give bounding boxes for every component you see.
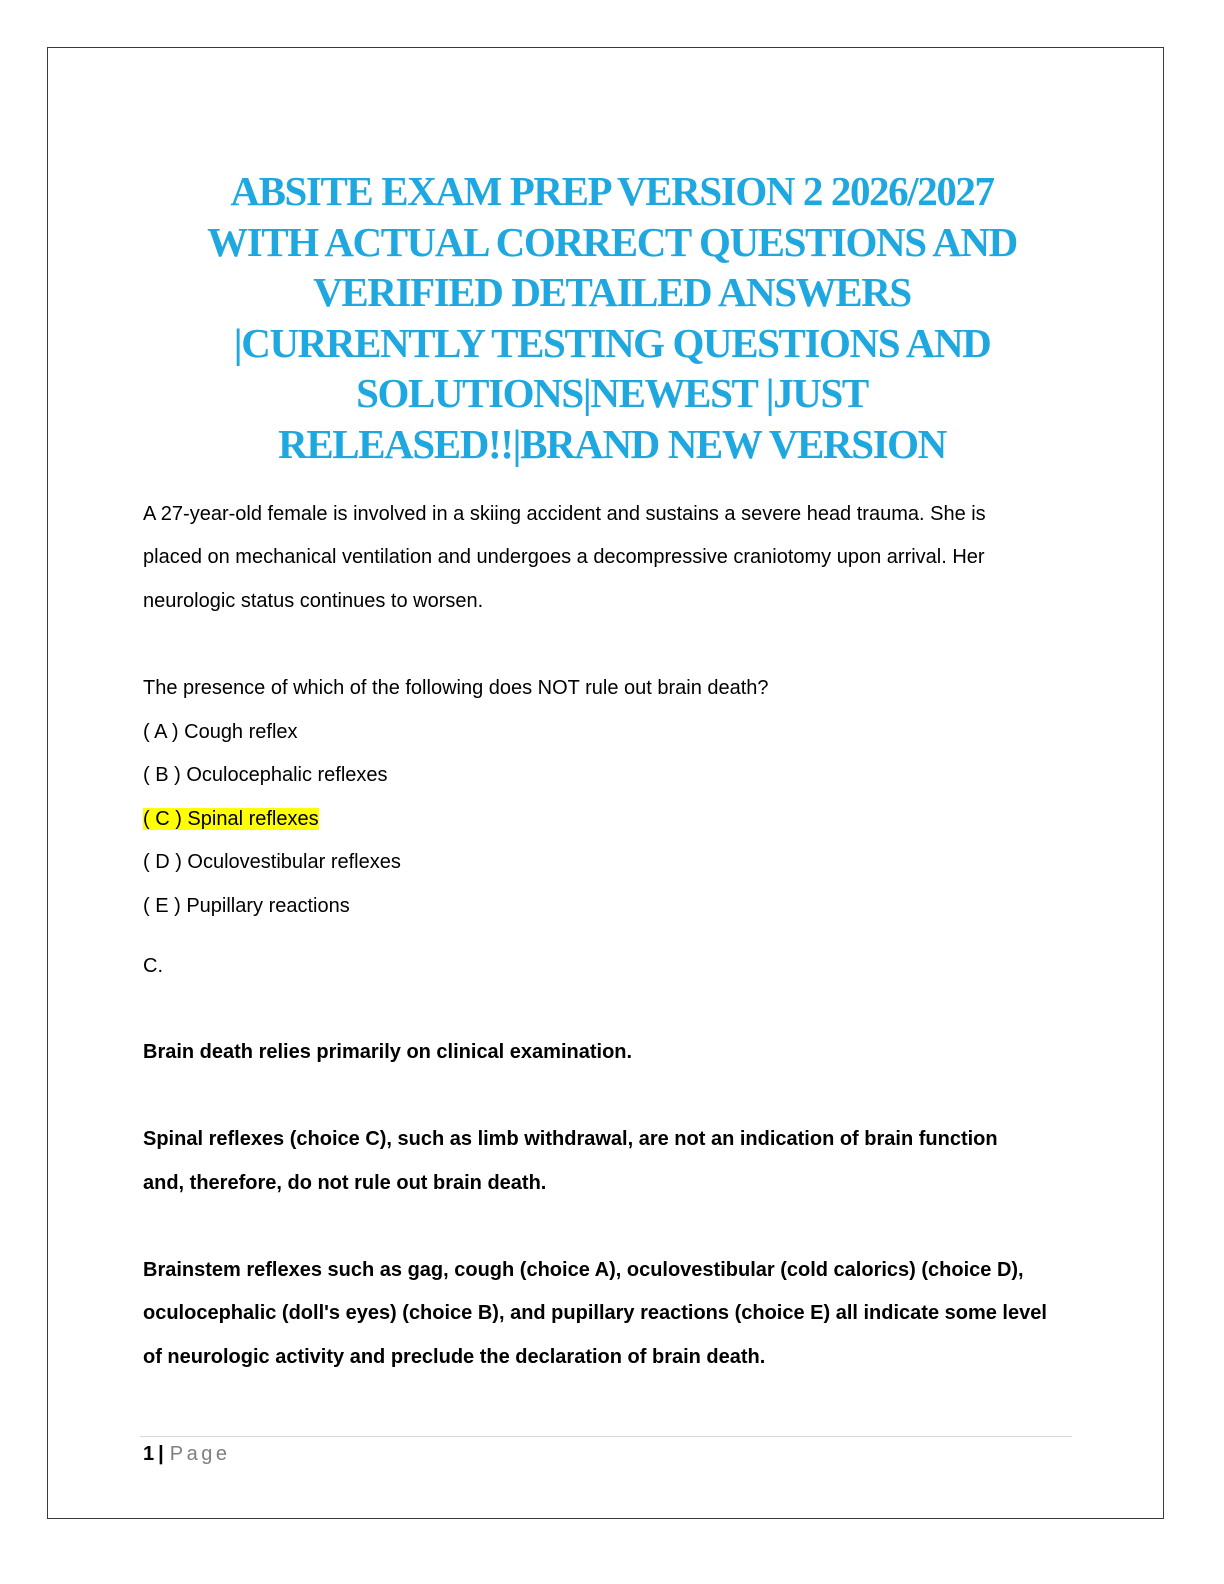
title-line: SOLUTIONS|NEWEST |JUST	[356, 370, 869, 416]
title-line: WITH ACTUAL CORRECT QUESTIONS AND	[207, 218, 1018, 265]
question-stem-line: placed on mechanical ventilation and und…	[143, 546, 985, 568]
page-label: Page	[169, 1443, 231, 1465]
explanation-paragraph: Brain death relies primarily on clinical…	[143, 1041, 633, 1063]
answer-key: C.	[143, 955, 163, 977]
question-prompt: The presence of which of the following d…	[143, 677, 769, 699]
option-b: ( B ) Oculocephalic reflexes	[143, 764, 388, 786]
explanation-line: Brainstem reflexes such as gag, cough (c…	[143, 1259, 1024, 1281]
option-d: ( D ) Oculovestibular reflexes	[143, 851, 401, 873]
page-footer: 1|Page	[143, 1443, 230, 1465]
title-line: ABSITE EXAM PREP VERSION 2 2026/2027	[230, 168, 995, 214]
question-stem-line: A 27-year-old female is involved in a sk…	[143, 503, 986, 525]
document-title: ABSITE EXAM PREP VERSION 2 2026/2027 WIT…	[120, 166, 1104, 469]
explanation-line: Spinal reflexes (choice C), such as limb…	[143, 1128, 998, 1150]
explanation-line: of neurologic activity and preclude the …	[143, 1346, 766, 1368]
page-border	[47, 47, 1164, 1519]
title-line: |CURRENTLY TESTING QUESTIONS AND	[233, 319, 992, 366]
page-number: 1	[143, 1443, 155, 1465]
question-stem-line: neurologic status continues to worsen.	[143, 590, 484, 612]
highlighted-answer: ( C ) Spinal reflexes	[143, 808, 319, 830]
title-line: RELEASED!!|BRAND NEW VERSION	[278, 420, 947, 467]
footer-separator: |	[158, 1443, 164, 1465]
explanation-line: oculocephalic (doll's eyes) (choice B), …	[143, 1302, 1047, 1324]
option-c: ( C ) Spinal reflexes	[143, 808, 319, 830]
option-a: ( A ) Cough reflex	[143, 721, 298, 743]
option-e: ( E ) Pupillary reactions	[143, 895, 350, 917]
title-line: VERIFIED DETAILED ANSWERS	[313, 269, 912, 315]
explanation-line: and, therefore, do not rule out brain de…	[143, 1172, 547, 1194]
footer-divider	[140, 1436, 1072, 1437]
